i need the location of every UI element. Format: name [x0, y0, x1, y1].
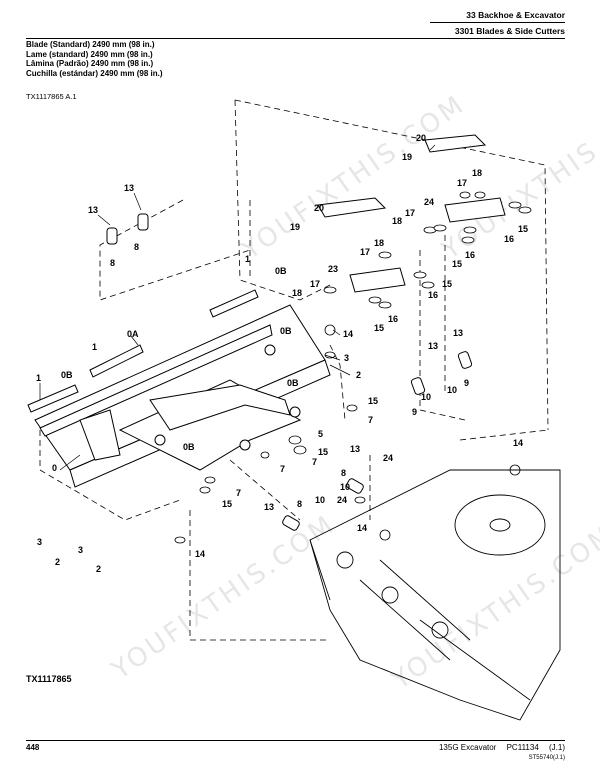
callout-23: 24: [424, 197, 434, 207]
watermark-text: YOUFIXTHIS.COM: [236, 89, 471, 266]
footer-code: ST55740(J.1): [528, 755, 565, 761]
callout-11: 10: [315, 495, 325, 505]
watermark-text: YOUFIXTHIS.COM: [386, 519, 600, 696]
callout-7: 5: [318, 429, 323, 439]
callout-17: 17: [310, 279, 320, 289]
callout-16: 16: [504, 234, 514, 244]
callout-4: 2: [96, 564, 101, 574]
footer-revision: (J.1): [549, 743, 565, 752]
callout-15: 15: [222, 499, 232, 509]
callout-3: 1: [92, 342, 97, 352]
callout-13: 13: [350, 444, 360, 454]
callout-15: 15: [368, 396, 378, 406]
blade-assembly: [27, 289, 331, 488]
callout-8: 7: [312, 457, 317, 467]
section-title: 33 Backhoe & Excavator: [466, 10, 565, 20]
callout-16: 16: [428, 290, 438, 300]
callout-18: 18: [472, 168, 482, 178]
excavator-undercarriage: [309, 469, 561, 721]
footer-model: 135G Excavator: [438, 743, 497, 752]
callout-16: 16: [465, 250, 475, 260]
callout-5: 3: [344, 353, 349, 363]
watermark-text: YOUFIXTHIS.COM: [106, 509, 341, 686]
callout-13: 13: [264, 502, 274, 512]
title-es: Cuchilla (estándar) 2490 mm (98 in.): [26, 68, 163, 78]
cutter-brackets: [349, 197, 506, 293]
part-title-block: Blade (Standard) 2490 mm (98 in.) Lame (…: [26, 40, 163, 78]
callout-15: 15: [518, 224, 528, 234]
side-cutter-upper: [317, 134, 487, 218]
callout-24: 24: [383, 453, 393, 463]
callout-15: 15: [442, 279, 452, 289]
callout-4: 2: [356, 370, 361, 380]
callout-leaders: [39, 144, 436, 471]
callout-15: 15: [318, 447, 328, 457]
callout-20: 20: [314, 203, 324, 213]
callout-0b: 0B: [287, 378, 299, 388]
callout-17: 17: [457, 178, 467, 188]
title-fr: Lame (standard) 2490 mm (98 in.): [26, 49, 153, 59]
callout-11: 10: [340, 482, 350, 492]
callout-labels: 20 19 18 17 24 17 18 16 15 16 15 20 19 1…: [36, 133, 528, 574]
callout-8: 7: [280, 464, 285, 474]
callout-4: 2: [55, 557, 60, 567]
callout-19: 19: [402, 152, 412, 162]
callout-20: 20: [416, 133, 426, 143]
callout-24: 24: [337, 495, 347, 505]
title-pt: Lâmina (Padrão) 2490 mm (98 in.): [26, 59, 154, 68]
footer-catalog: PC11134: [506, 743, 539, 752]
callout-15: 15: [374, 323, 384, 333]
pins: [106, 213, 473, 531]
callout-14: 14: [513, 438, 523, 448]
callout-18: 18: [292, 288, 302, 298]
callout-8: 7: [236, 488, 241, 498]
callout-10: 9: [464, 378, 469, 388]
callout-15: 15: [452, 259, 462, 269]
callout-0a: 0B: [280, 326, 292, 336]
callout-13: 13: [88, 205, 98, 215]
callout-5: 3: [37, 537, 42, 547]
callout-16: 16: [388, 314, 398, 324]
callout-19: 19: [290, 222, 300, 232]
callout-11: 10: [421, 392, 431, 402]
callout-17: 17: [360, 247, 370, 257]
callout-13: 13: [124, 183, 134, 193]
figure-reference-bottom: TX1117865: [26, 674, 72, 684]
callout-14: 14: [357, 523, 367, 533]
title-en: Blade (Standard) 2490 mm (98 in.): [26, 40, 155, 49]
callout-9: 8: [297, 499, 302, 509]
callout-10: 9: [412, 407, 417, 417]
hardware-washers: [174, 191, 532, 544]
figure-reference-top: TX1117865 A.1: [26, 92, 77, 101]
callout-14: 14: [343, 329, 353, 339]
footer-model-info: 135G Excavator PC11134 (J.1): [431, 743, 565, 752]
page-number: 448: [26, 743, 40, 752]
callout-3: 1: [245, 254, 250, 264]
callout-18: 18: [374, 238, 384, 248]
callout-8: 7: [368, 415, 373, 425]
callout-9: 8: [341, 468, 346, 478]
callout-1: 0A: [127, 329, 139, 339]
assembly-leader-lines: [39, 99, 549, 641]
callout-17: 17: [405, 208, 415, 218]
callout-14: 14: [195, 549, 205, 559]
callout-2: 0B: [61, 370, 73, 380]
callout-22: 23: [328, 264, 338, 274]
callout-0b: 0B: [183, 442, 195, 452]
header-divider: [430, 22, 565, 23]
callout-13: 13: [428, 341, 438, 351]
callout-0: 0: [52, 463, 57, 473]
header-rule: [26, 38, 565, 39]
callout-5: 3: [78, 545, 83, 555]
footer-rule: [26, 740, 565, 741]
callout-11: 10: [447, 385, 457, 395]
callout-9: 8: [110, 258, 115, 268]
callout-18: 18: [392, 216, 402, 226]
callout-13: 13: [453, 328, 463, 338]
subsection-title: 3301 Blades & Side Cutters: [454, 26, 565, 36]
callout-9: 8: [134, 242, 139, 252]
callout-3: 1: [36, 373, 41, 383]
callout-2: 0B: [275, 266, 287, 276]
